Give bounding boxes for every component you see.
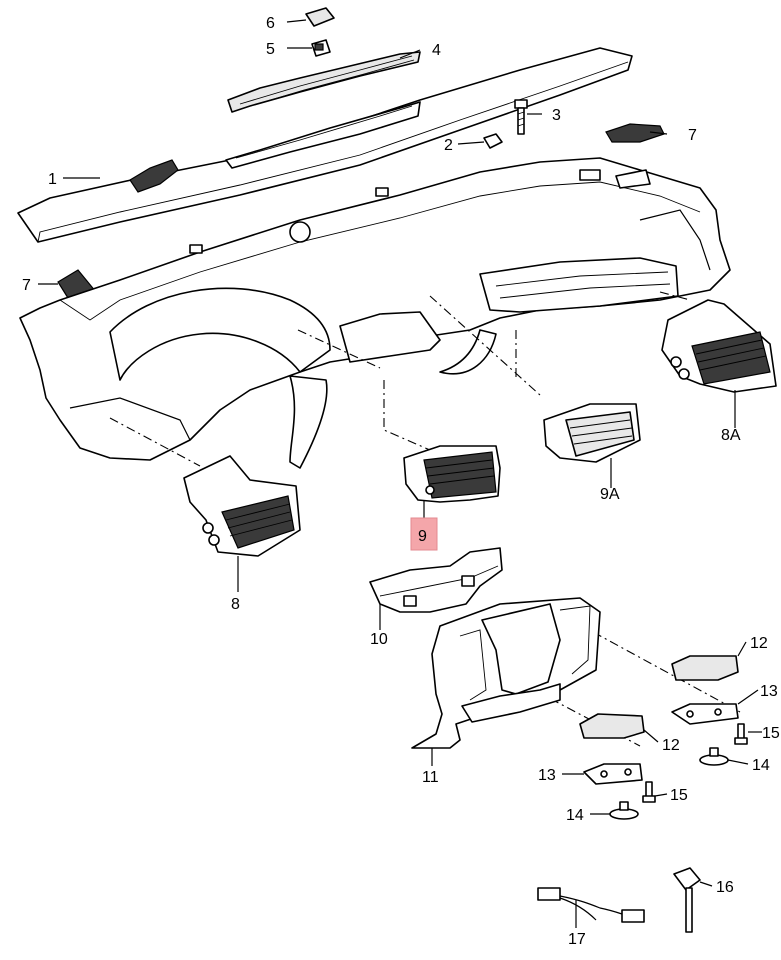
callout-1: 1 — [48, 171, 57, 188]
callout-9a: 9A — [600, 486, 620, 503]
callout-7-left: 7 — [22, 277, 31, 294]
callout-15-upper: 15 — [762, 725, 780, 742]
callout-3: 3 — [552, 107, 561, 124]
callout-12-lower: 12 — [662, 737, 680, 754]
mount-bracket-12-upper — [671, 655, 739, 681]
dashboard-body — [19, 157, 731, 469]
callout-17: 17 — [568, 931, 586, 948]
callout-14-upper: 14 — [752, 757, 770, 774]
callout-11: 11 — [422, 769, 439, 786]
rubber-pad-14-upper — [699, 747, 729, 766]
callout-15-lower: 15 — [670, 787, 688, 804]
air-vent-center-right — [543, 403, 641, 463]
bracket-part-10 — [369, 547, 503, 613]
wiring-harness-17 — [537, 887, 645, 923]
leader-lines — [38, 19, 762, 928]
callout-14-lower: 14 — [566, 807, 584, 824]
callout-7-right: 7 — [688, 127, 697, 144]
air-vent-right — [661, 299, 777, 393]
clip-part-2 — [483, 133, 503, 149]
console-frame-part-11 — [411, 597, 601, 749]
mount-bracket-12-lower — [579, 713, 645, 739]
clip-part-6 — [305, 7, 335, 27]
callout-6: 6 — [266, 15, 275, 32]
callout-13-upper: 13 — [760, 683, 778, 700]
air-vent-left — [183, 455, 301, 557]
rubber-pad-14-lower — [609, 801, 639, 820]
callout-highlight — [410, 517, 438, 551]
callout-labels: 6 5 4 3 2 7 1 7 8 8A 9A 9 10 11 12 13 15… — [22, 15, 780, 948]
callout-13-lower: 13 — [538, 767, 556, 784]
callout-10: 10 — [370, 631, 388, 648]
callout-16: 16 — [716, 879, 734, 896]
hinge-13-upper — [671, 703, 739, 725]
screw-15-lower — [642, 781, 656, 803]
callout-4: 4 — [432, 42, 441, 59]
callout-2: 2 — [444, 137, 453, 154]
screw-part-3 — [514, 99, 528, 135]
hinge-13-lower — [583, 763, 643, 785]
callout-8a: 8A — [721, 427, 741, 444]
dash-top-cover — [17, 47, 633, 243]
callout-12-upper: 12 — [750, 635, 768, 652]
callout-5: 5 — [266, 41, 275, 58]
sensor-part-16 — [673, 867, 701, 933]
air-vent-center — [403, 445, 501, 503]
screw-15-upper — [734, 723, 748, 745]
callout-8: 8 — [231, 596, 240, 613]
callout-9: 9 — [418, 528, 427, 545]
clip-part-5 — [311, 39, 331, 57]
defroster-grille — [227, 51, 421, 113]
